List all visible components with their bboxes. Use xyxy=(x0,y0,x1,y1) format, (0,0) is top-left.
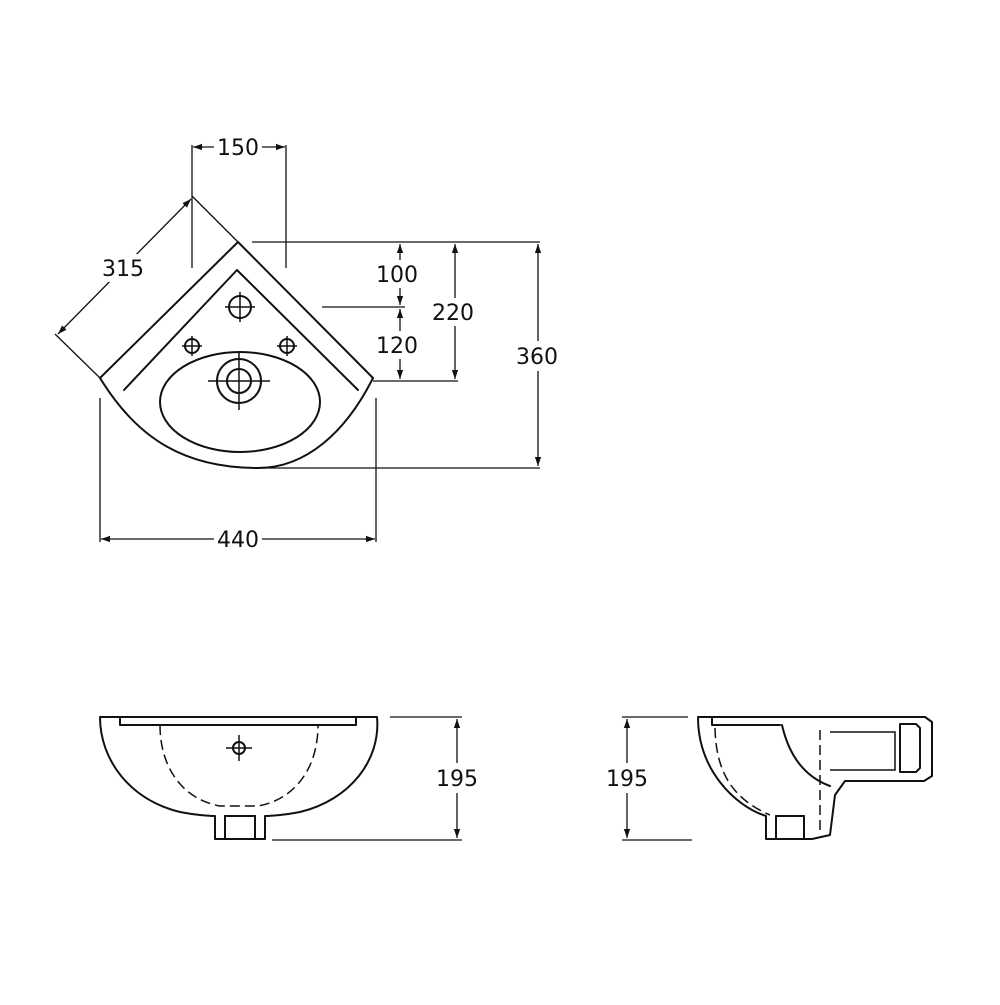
dim-front-height: 195 xyxy=(272,716,482,841)
label-195-front: 195 xyxy=(436,767,478,792)
front-outline xyxy=(99,716,379,840)
label-315: 315 xyxy=(102,257,144,282)
label-195-side: 195 xyxy=(606,767,648,792)
front-elevation: 195 xyxy=(99,716,482,841)
side-outline xyxy=(697,716,933,840)
side-elevation: 195 xyxy=(602,716,933,841)
label-360: 360 xyxy=(516,345,558,370)
front-bowl-hidden xyxy=(159,724,319,807)
label-150: 150 xyxy=(217,136,259,161)
dim-overall-depth: 360 xyxy=(512,244,562,466)
front-tap-hole xyxy=(226,735,252,761)
dim-width: 440 xyxy=(99,398,377,553)
dim-side-height: 195 xyxy=(602,716,692,841)
label-100: 100 xyxy=(376,263,418,288)
tap-hole-left xyxy=(182,336,202,356)
side-bowl-curve xyxy=(781,724,831,787)
tap-hole-top xyxy=(225,292,255,322)
side-rim-inner xyxy=(711,716,781,726)
side-channel xyxy=(830,731,896,771)
label-120: 120 xyxy=(376,334,418,359)
dim-diagonal-side: 315 xyxy=(54,195,239,379)
front-rim-top xyxy=(119,716,357,726)
basin-inner-rim xyxy=(123,269,359,391)
dim-tap-depths: 100 120 xyxy=(372,244,422,379)
waste-outlet xyxy=(208,352,270,410)
label-440: 440 xyxy=(217,528,259,553)
tap-hole-right xyxy=(277,336,297,356)
side-bracket xyxy=(899,723,921,773)
label-220: 220 xyxy=(432,301,474,326)
basin-bowl xyxy=(159,351,321,453)
dim-tap-spacing: 150 xyxy=(191,134,287,268)
side-inner-hidden xyxy=(714,727,771,816)
plan-view: 150 315 440 100 12 xyxy=(54,134,562,553)
dim-waste-depth: 220 xyxy=(428,244,478,379)
